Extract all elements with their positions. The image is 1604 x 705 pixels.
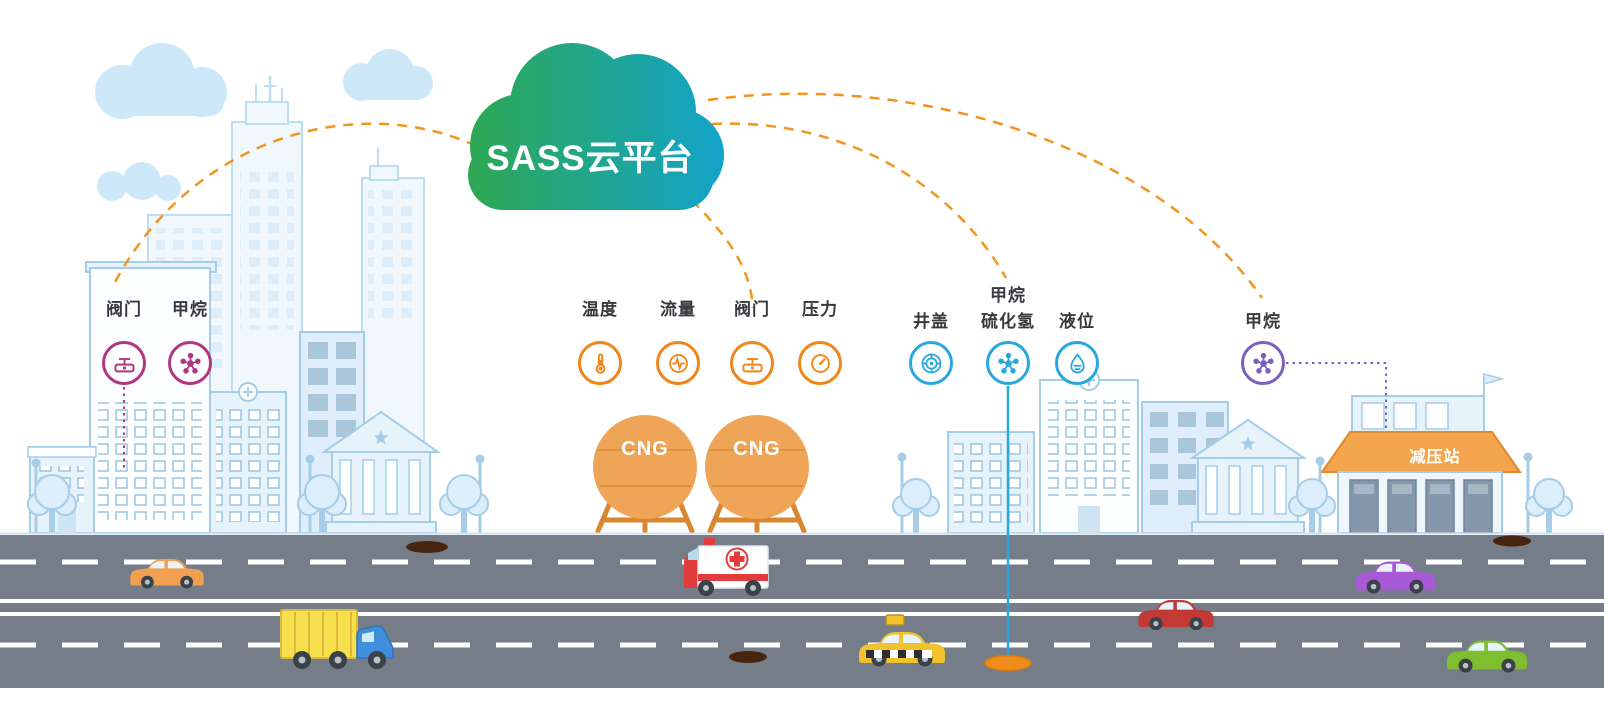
pressure-station-building [1320,373,1522,534]
gas-molecule-icon [986,341,1030,385]
link-arc-cng [691,199,755,309]
link-arc-station [707,92,1264,299]
sensor-label-methane-manhole: 甲烷 [990,286,1026,305]
sensor-label-temperature: 温度 [582,300,618,319]
road [0,532,1604,688]
vehicle-ambulance [684,538,769,596]
manhole-cover [406,535,1531,663]
cng-tank-1 [593,415,697,519]
liquid-level-icon [1055,341,1099,385]
cng-tank-label: CNG [621,438,669,460]
street-greenery [27,452,1573,533]
sensor-label-pressure: 压力 [802,300,838,319]
sensor-label-valve-left: 阀门 [106,300,142,319]
methane-molecule-icon [1241,341,1285,385]
flag-icon [1483,373,1505,385]
sensor-label-methane-left: 甲烷 [172,300,208,319]
sensor-label-methane-station: 甲烷 [1245,312,1281,331]
valve-icon [102,341,146,385]
vehicle-truck [280,609,394,669]
lane-markings [0,559,1604,648]
sensor-label-h2s: 硫化氢 [981,312,1035,331]
methane-molecule-icon [168,341,212,385]
sensor-label-manhole: 井盖 [913,312,949,331]
link-arc-left [110,122,477,289]
cng-tanks [593,415,809,534]
cloud-platform-title: SASS云平台 [486,139,694,178]
taxi-roof-sign [885,614,905,626]
cloud-links [110,92,1264,309]
flow-icon [656,341,700,385]
sensor-lines [123,362,1387,672]
cloud-platform [468,43,724,210]
sensor-label-flow: 流量 [660,300,696,319]
sky-cloud-icon [95,43,433,201]
sensor-label-valve-cng: 阀门 [734,300,770,319]
manhole-cover-icon [909,341,953,385]
temperature-icon [578,341,622,385]
valve-icon [730,341,774,385]
pressure-gauge-icon [798,341,842,385]
cng-tank-label: CNG [733,438,781,460]
link-arc-manhole [711,122,1008,279]
vehicle-taxi [859,614,945,667]
station-doors [1349,479,1493,534]
tree-icon [27,474,1573,533]
sensor-label-level: 液位 [1059,312,1095,331]
city-skyline-right [947,369,1308,534]
gas-leak-spot [984,654,1032,672]
vehicles [130,538,1528,673]
cng-tank-2 [705,415,809,519]
pressure-station-label: 减压站 [1409,449,1461,466]
